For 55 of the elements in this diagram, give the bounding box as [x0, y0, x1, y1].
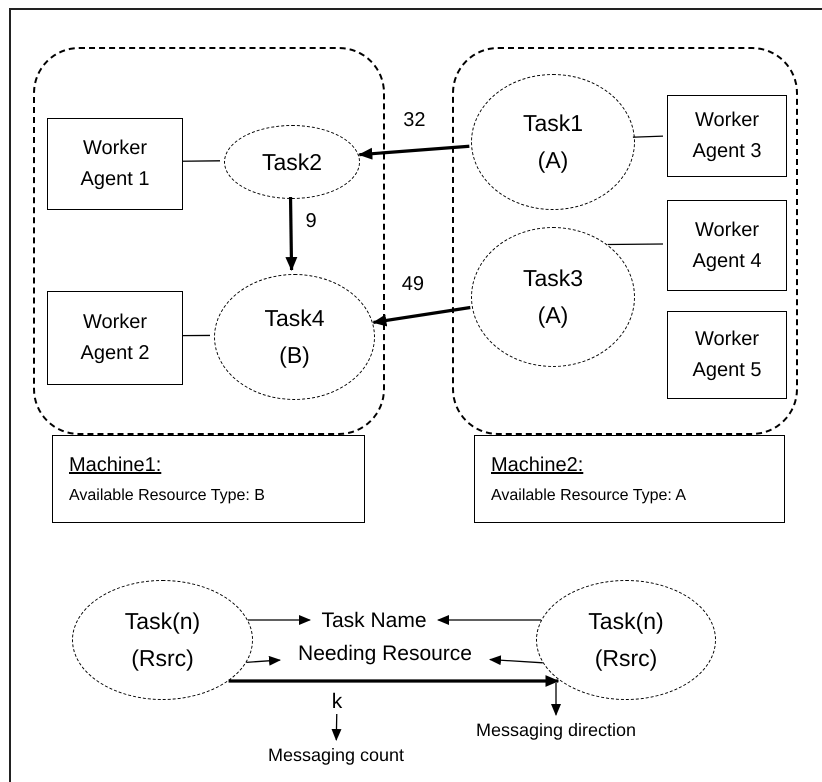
worker-agent-box	[667, 200, 787, 291]
arrow	[372, 306, 471, 326]
worker-agent-box	[47, 118, 183, 210]
task-label: (A)	[538, 301, 568, 330]
worker-label: Worker Agent 3	[692, 108, 762, 164]
connector-line	[608, 243, 663, 246]
task-label: Task3	[522, 264, 584, 294]
task-label: Task(n)	[124, 607, 200, 636]
task-label: (B)	[279, 341, 310, 370]
task-label: (Rsrc)	[594, 644, 658, 673]
task-ellipse	[471, 227, 635, 367]
arrow	[358, 144, 470, 160]
arrow	[437, 615, 542, 625]
legend-text: Needing Resource	[282, 638, 488, 668]
task-ellipse	[214, 274, 375, 400]
machine-info-box	[52, 435, 365, 523]
legend-text: Messaging count	[246, 742, 426, 768]
arrow	[331, 714, 342, 741]
legend-text: Messaging direction	[446, 717, 666, 743]
arrow	[248, 615, 311, 625]
task-label: (A)	[538, 146, 568, 175]
worker-label: Worker Agent 2	[80, 310, 150, 366]
dashed-group-outline	[33, 47, 385, 435]
task-label: Task2	[262, 148, 322, 177]
legend-text: Task Name	[312, 606, 436, 634]
task-label: Task4	[264, 304, 325, 334]
worker-agent-box	[667, 311, 787, 399]
machine-heading: Machine1:	[69, 452, 162, 478]
worker-label: Worker Agent 1	[80, 136, 150, 192]
arrow	[489, 655, 543, 666]
dashed-group-outline	[452, 47, 798, 435]
edge-label: 9	[303, 210, 319, 230]
legend-text: k	[329, 688, 345, 714]
arrow	[551, 683, 561, 716]
task-label: Task(n)	[588, 607, 664, 636]
task-ellipse	[224, 125, 360, 199]
resource-type-text: Available Resource Type: A	[491, 486, 688, 506]
connector-line	[181, 334, 210, 336]
task-ellipse	[72, 580, 253, 700]
worker-agent-box	[667, 95, 787, 177]
task-ellipse	[471, 74, 635, 210]
task-label: Task1	[522, 109, 584, 138]
machine-info-box	[474, 435, 785, 523]
connector-line	[181, 160, 220, 162]
worker-label: Worker Agent 4	[692, 218, 762, 274]
task-ellipse	[536, 580, 716, 700]
connector-line	[632, 136, 664, 138]
arrow	[228, 675, 560, 687]
arrow	[246, 656, 281, 666]
worker-label: Worker Agent 5	[692, 327, 762, 383]
worker-agent-box	[47, 291, 183, 385]
machine-heading: Machine2:	[491, 452, 584, 478]
task-label: (Rsrc)	[131, 644, 194, 673]
resource-type-text: Available Resource Type: B	[69, 486, 266, 506]
arrow	[285, 196, 298, 271]
